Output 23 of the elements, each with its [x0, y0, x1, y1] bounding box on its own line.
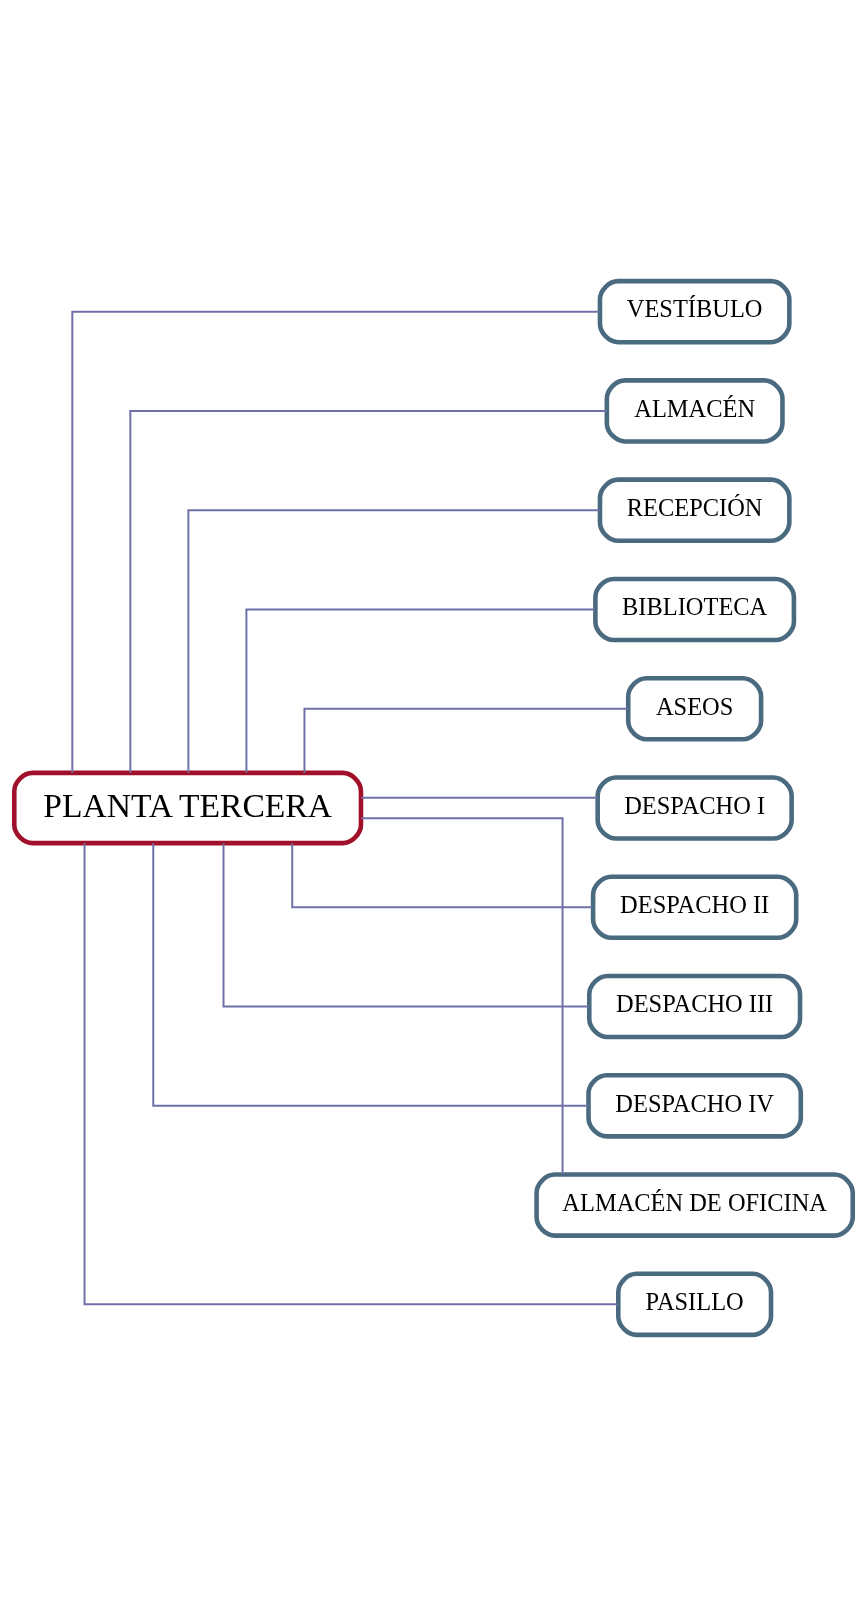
- node-box: DESPACHO III: [587, 973, 803, 1040]
- connector: [303, 707, 629, 774]
- connector: [129, 409, 608, 774]
- connector: [71, 310, 601, 774]
- connector: [360, 817, 564, 1176]
- connector: [152, 842, 590, 1107]
- node-box: DESPACHO IV: [586, 1072, 804, 1139]
- connector: [222, 842, 590, 1008]
- node-box: PLANTA TERCERA: [12, 770, 364, 846]
- connector: [245, 608, 597, 774]
- node-box: DESPACHO II: [590, 874, 799, 941]
- node-box: PASILLO: [616, 1271, 774, 1338]
- node-box: DESPACHO I: [595, 775, 794, 841]
- node-box: ASEOS: [625, 675, 764, 742]
- node-box: ALMACÉN: [604, 378, 785, 444]
- connector: [83, 842, 619, 1306]
- connector: [360, 796, 599, 799]
- node-box: ALMACÉN DE OFICINA: [534, 1172, 855, 1238]
- connector: [187, 509, 601, 774]
- node-box: RECEPCIÓN: [597, 477, 792, 544]
- connector: [291, 842, 594, 909]
- node-box: BIBLIOTECA: [593, 576, 797, 643]
- node-box: VESTÍBULO: [597, 278, 792, 345]
